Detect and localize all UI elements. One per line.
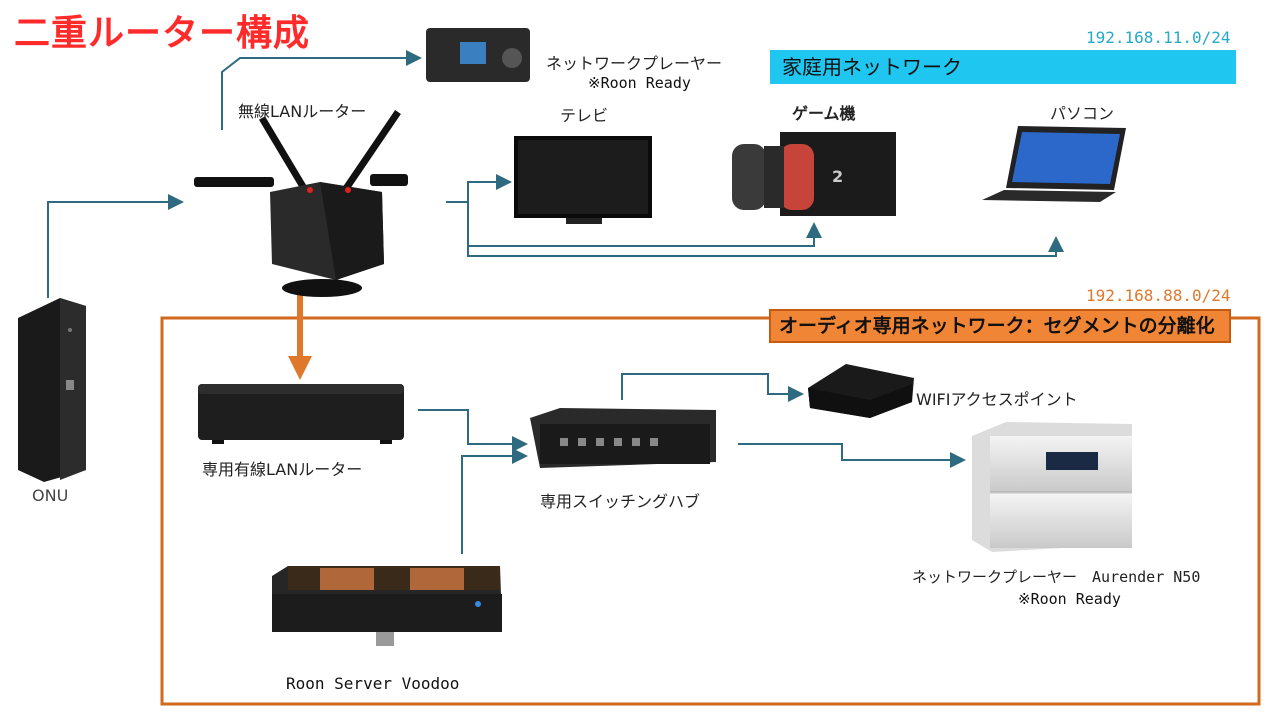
audio-wires [418, 373, 966, 554]
roon-server-label: Roon Server Voodoo [286, 674, 460, 693]
audio-network-banner: オーディオ専用ネットワーク：セグメントの分離化 [769, 309, 1231, 343]
home-subnet: 192.168.11.0/24 [1086, 28, 1231, 47]
network-player-roon-note: ※Roon Ready [588, 74, 691, 92]
pc-label: パソコン [1050, 104, 1115, 123]
onu-label: ONU [32, 486, 69, 505]
audio-router-device [198, 384, 404, 444]
diagram-title: 二重ルーター構成 [14, 13, 311, 54]
aurender-n50-device [972, 422, 1132, 552]
home-network-banner: 家庭用ネットワーク [770, 50, 1236, 84]
wifi-ap-label: WIFIアクセスポイント [916, 390, 1078, 409]
switching-hub-device [530, 408, 716, 468]
tv-device [514, 136, 652, 224]
svg-text:2: 2 [832, 167, 843, 186]
audio-router-label: 専用有線LANルーター [202, 460, 363, 479]
network-player-device [426, 28, 530, 82]
onu-device [18, 298, 86, 482]
wireless-router-label: 無線LANルーター [238, 102, 367, 121]
game-console-device: 2 [732, 132, 896, 216]
home-wires [47, 50, 1064, 298]
game-console-label: ゲーム機 [792, 104, 856, 123]
roon-server-device [272, 566, 502, 646]
audio-subnet: 192.168.88.0/24 [1086, 286, 1231, 305]
network-player-label: ネットワークプレーヤー [546, 54, 723, 73]
laptop-device [982, 126, 1126, 202]
audio-network-boundary [160, 316, 1261, 706]
wireless-router-device [194, 110, 408, 297]
router-to-audio-arrow [288, 294, 312, 380]
aurender-roon-note: ※Roon Ready [1018, 590, 1121, 608]
switching-hub-label: 専用スイッチングハブ [540, 492, 701, 511]
wifi-access-point-device [808, 364, 914, 418]
tv-label: テレビ [560, 106, 609, 125]
aurender-label: ネットワークプレーヤー Aurender N50 [912, 568, 1201, 586]
